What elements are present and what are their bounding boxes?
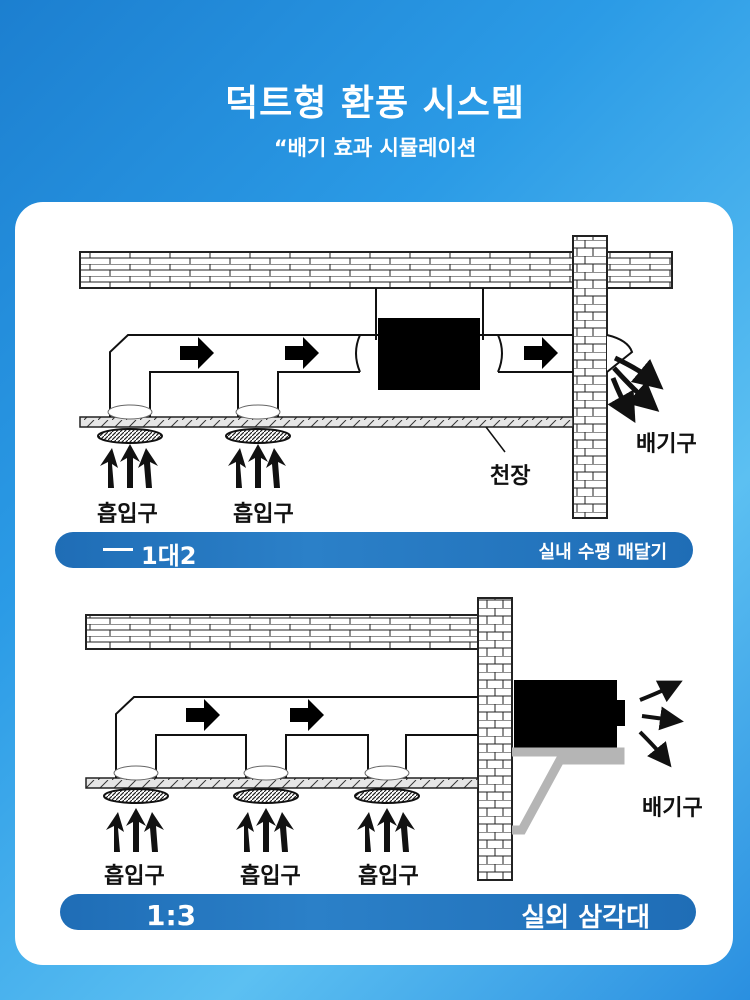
inlet-label: 흡입구 bbox=[104, 864, 165, 889]
flow-arrow-icon bbox=[180, 337, 214, 369]
flow-arrow-icon bbox=[285, 337, 319, 369]
mount-banner-1: 1대2 실내 수평 매달기 bbox=[55, 532, 693, 570]
inlet-label: 흡입구 bbox=[233, 502, 294, 527]
intake-arrows-icon bbox=[236, 808, 294, 852]
page-subtitle: “배기 효과 시뮬레이션 bbox=[273, 136, 477, 160]
page-title: 덕트형 환풍 시스템 bbox=[224, 83, 526, 124]
triangle-bracket bbox=[512, 747, 625, 835]
inlet-diffuser-2 bbox=[233, 765, 299, 804]
inlet-diffuser-2 bbox=[225, 404, 291, 444]
upper-brick-slab bbox=[85, 614, 479, 650]
fan-unit bbox=[378, 318, 480, 390]
vertical-brick-wall bbox=[477, 597, 513, 881]
duct-outline bbox=[115, 696, 478, 778]
inlet-label: 흡입구 bbox=[240, 864, 301, 889]
exhaust-label: 배기구 bbox=[636, 432, 697, 457]
exhaust-arrows-icon bbox=[638, 680, 684, 768]
inlet-diffuser-3 bbox=[354, 765, 420, 804]
diagram-2-outdoor-bracket bbox=[85, 597, 684, 881]
banner-dash bbox=[103, 548, 133, 551]
ratio-label: 1:3 bbox=[146, 899, 197, 932]
exhaust-label: 배기구 bbox=[642, 796, 703, 821]
ceiling-slab bbox=[79, 416, 574, 428]
duct-outline bbox=[109, 334, 573, 417]
flow-arrow-icon bbox=[524, 337, 558, 369]
intake-arrows-icon bbox=[357, 808, 415, 852]
intake-arrows-icon bbox=[106, 808, 164, 852]
inlet-label: 흡입구 bbox=[358, 864, 419, 889]
fan-unit bbox=[514, 680, 617, 752]
ratio-label: 1대2 bbox=[141, 542, 197, 570]
intake-arrows-icon bbox=[228, 444, 286, 488]
mount-label: 실내 수평 매달기 bbox=[538, 542, 667, 563]
flow-arrow-icon bbox=[290, 699, 324, 731]
mount-label: 실외 삼각대 bbox=[521, 903, 650, 933]
ceiling-label: 천장 bbox=[490, 464, 531, 489]
inlet-label: 흡입구 bbox=[97, 502, 158, 527]
mount-banner-2: 1:3 실외 삼각대 bbox=[60, 894, 696, 933]
inlet-diffuser-1 bbox=[103, 765, 169, 804]
flow-arrow-icon bbox=[186, 699, 220, 731]
diagram-1-indoor-hanging bbox=[79, 235, 673, 519]
intake-arrows-icon bbox=[100, 444, 158, 488]
vertical-brick-wall bbox=[572, 235, 608, 519]
inlet-diffuser-1 bbox=[97, 404, 163, 444]
exhaust-arrows-icon bbox=[607, 355, 664, 424]
